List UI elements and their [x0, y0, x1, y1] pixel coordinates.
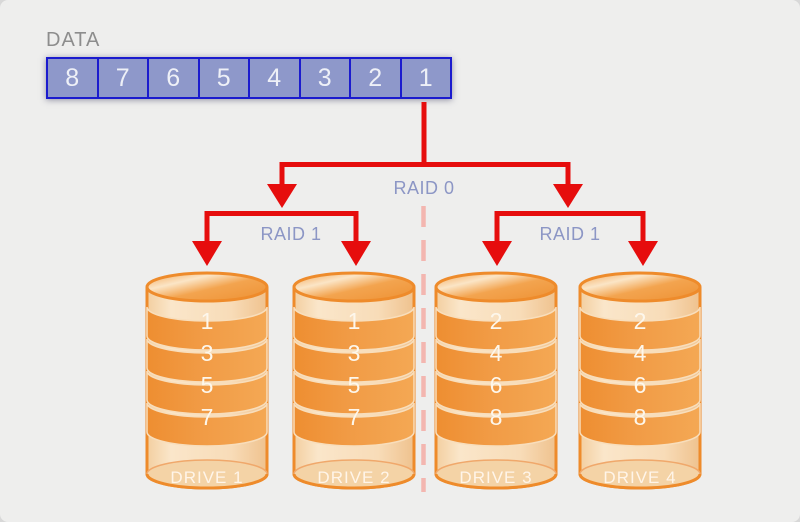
- drive4-block-2: 4: [634, 340, 647, 366]
- drive2-name-label: DRIVE 2: [317, 468, 390, 487]
- drive-band: [293, 338, 415, 383]
- drive3-block-2: 4: [490, 340, 503, 366]
- data-block-8-label: 8: [65, 64, 80, 92]
- drive-4-cylinder: 2 4 6 8 DRIVE 4: [578, 271, 702, 490]
- drive1-block-3: 5: [201, 372, 214, 398]
- drive-bottom-rim: [292, 473, 416, 490]
- drive4-block-4: 8: [634, 404, 647, 430]
- drive-band: [146, 306, 268, 351]
- data-block-5-label: 5: [216, 64, 231, 92]
- data-block-6-label: 6: [166, 64, 181, 92]
- drive3-name-label: DRIVE 3: [459, 468, 532, 487]
- raid0-left-arrowhead-icon: [267, 184, 297, 208]
- drive2-block-1: 1: [348, 308, 361, 334]
- drive-band: [579, 402, 701, 447]
- data-block-4: 4: [248, 59, 299, 97]
- drive4-block-1: 2: [634, 308, 647, 334]
- raid1-left-label: RAID 1: [260, 224, 322, 244]
- data-block-3: 3: [298, 59, 350, 97]
- data-block-7: 7: [96, 59, 148, 97]
- drive1-block-2: 3: [201, 340, 214, 366]
- data-title: DATA: [46, 29, 101, 51]
- drive-band: [146, 402, 268, 447]
- drive-top-ellipse: [578, 271, 702, 303]
- data-block-7-label: 7: [115, 64, 130, 92]
- drive1-block-1: 1: [201, 308, 214, 334]
- drive-band: [579, 370, 701, 415]
- drive-band: [579, 338, 701, 383]
- data-block-1-label: 1: [418, 64, 433, 92]
- drive-band: [146, 338, 268, 383]
- drive-2-cylinder: 1 3 5 7 DRIVE 2: [292, 271, 416, 490]
- drive-band: [293, 370, 415, 415]
- drive-3-cylinder: 2 4 6 8 DRIVE 3: [434, 271, 558, 490]
- drive-bottom-rim: [434, 473, 558, 490]
- drive-band: [146, 370, 268, 415]
- data-block-2-label: 2: [368, 64, 383, 92]
- drive3-block-3: 6: [490, 372, 503, 398]
- data-block-2: 2: [349, 59, 400, 97]
- data-block-4-label: 4: [267, 64, 282, 92]
- drive-bottom-rim: [145, 473, 269, 490]
- drive-band: [293, 306, 415, 351]
- drive-top-ellipse: [292, 271, 416, 303]
- data-block-1: 1: [399, 59, 451, 97]
- data-block-5: 5: [197, 59, 249, 97]
- drive-band: [293, 402, 415, 447]
- data-strip: 8 7 6 5 4 3 2 1: [46, 57, 452, 99]
- data-block-3-label: 3: [317, 64, 332, 92]
- raid1-right-label: RAID 1: [539, 224, 601, 244]
- drive-band: [579, 306, 701, 351]
- drive-bottom-rim: [578, 473, 702, 490]
- drive-band: [435, 338, 557, 383]
- raid0-right-arrowhead-icon: [553, 184, 583, 208]
- raid0-label: RAID 0: [393, 178, 455, 198]
- drive3-block-1: 2: [490, 308, 503, 334]
- drive-band: [435, 306, 557, 351]
- drive-top-ellipse: [434, 271, 558, 303]
- drive2-block-4: 7: [348, 404, 361, 430]
- drive1-name-label: DRIVE 1: [170, 468, 243, 487]
- drive4-block-3: 6: [634, 372, 647, 398]
- drive4-name-label: DRIVE 4: [603, 468, 676, 487]
- data-block-8: 8: [48, 59, 97, 97]
- drive-top-ellipse: [145, 271, 269, 303]
- drive2-block-2: 3: [348, 340, 361, 366]
- drive2-block-3: 5: [348, 372, 361, 398]
- drive3-block-4: 8: [490, 404, 503, 430]
- drive1-arrowhead-icon: [192, 241, 222, 266]
- drive-band: [435, 370, 557, 415]
- drive-band: [435, 402, 557, 447]
- drive1-block-4: 7: [201, 404, 214, 430]
- data-block-6: 6: [147, 59, 198, 97]
- drive-1-cylinder: 1 3 5 7 DRIVE 1: [145, 271, 269, 490]
